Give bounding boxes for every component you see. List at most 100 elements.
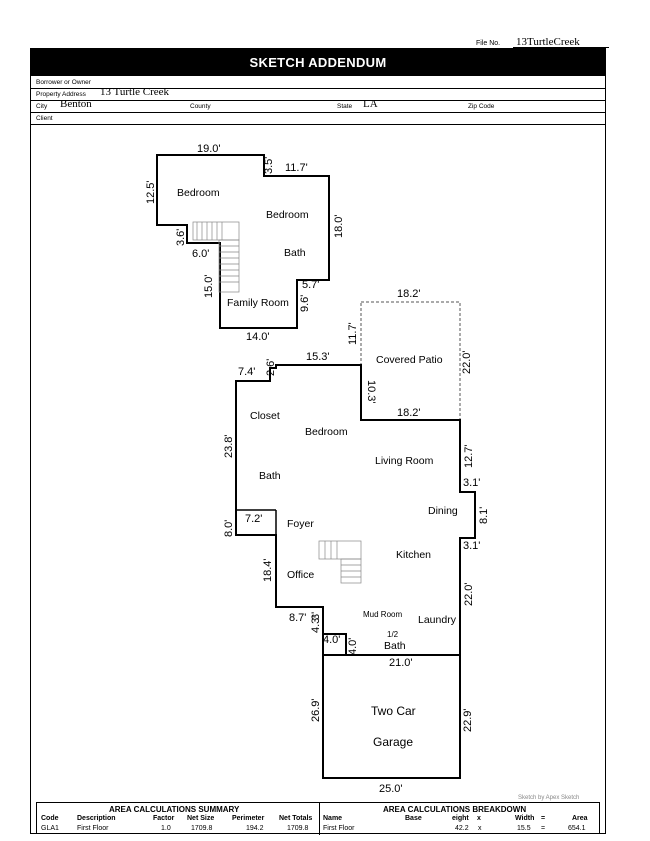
main-dimension-label: 8.1' <box>478 507 490 524</box>
main-dimension-label: 12.7' <box>463 444 475 468</box>
main-room-label: Covered Patio <box>376 354 443 366</box>
client-row: Client <box>30 112 606 125</box>
upper-dimension-label: 3.5' <box>263 157 275 174</box>
main-room-label: Bath <box>384 640 406 652</box>
right-breakdown-title: AREA CALCULATIONS BREAKDOWN <box>383 805 527 814</box>
main-dimension-label: 18.4' <box>262 558 274 582</box>
form-title: SKETCH ADDENDUM <box>30 48 606 76</box>
area-calculations: AREA CALCULATIONS SUMMARY Code Descripti… <box>36 802 600 835</box>
property-label: Property Address <box>36 91 86 98</box>
left-cell: 1709.8 <box>287 825 309 832</box>
upper-room-label: Bedroom <box>266 209 309 221</box>
main-room-label: 1/2 <box>387 630 399 639</box>
main-dimension-label: 15.3' <box>306 351 330 363</box>
upper-dimension-label: 6.0' <box>192 248 209 260</box>
main-room-label: Living Room <box>375 455 434 467</box>
left-header: Net Size <box>187 815 215 822</box>
upper-dimension-label: 18.0' <box>333 214 345 238</box>
upper-dimension-label: 12.5' <box>145 180 157 204</box>
right-header: Width <box>515 815 535 822</box>
county-label: County <box>190 103 211 110</box>
main-room-label: Garage <box>373 735 413 749</box>
right-cell: x <box>478 825 482 832</box>
state-label: State <box>337 103 353 110</box>
upper-dimension-label: 9.6' <box>299 295 311 312</box>
city-label: City <box>36 103 48 110</box>
upper-dimension-label: 11.7' <box>285 162 308 174</box>
file-no-underline <box>513 47 609 48</box>
main-dimension-label: 22.0' <box>463 582 475 606</box>
upper-floor-outline <box>156 154 330 329</box>
upper-dimension-label: 3.6' <box>175 229 187 246</box>
footer-divider <box>319 803 320 835</box>
upper-dimension-label: 15.0' <box>203 274 215 298</box>
main-dimension-label: 4.0' <box>347 638 359 655</box>
property-value: 13 Turtle Creek <box>100 86 170 98</box>
main-dimension-label: 7.2' <box>245 513 262 525</box>
right-cell: 42.2 <box>455 825 469 832</box>
main-dimension-label: 4.0' <box>323 634 340 646</box>
client-label: Client <box>36 115 53 122</box>
left-cell: 1.0 <box>161 825 171 832</box>
main-room-label: Kitchen <box>396 549 431 561</box>
borrower-label: Borrower or Owner <box>36 79 91 86</box>
watermark: Sketch by Apex Sketch <box>518 795 580 801</box>
left-header: Net Totals <box>279 815 313 822</box>
right-header: x <box>477 815 481 822</box>
main-room-label: Mud Room <box>363 610 402 619</box>
main-dimension-label: 22.0' <box>461 350 473 374</box>
main-dimension-label: 23.8' <box>223 434 235 458</box>
borrower-row: Borrower or Owner <box>30 76 606 89</box>
main-dimension-label: 18.2' <box>397 288 421 300</box>
left-cell: GLA1 <box>41 825 59 832</box>
main-room-label: Bath <box>259 470 281 482</box>
left-header: Factor <box>153 815 175 822</box>
right-header: = <box>541 815 546 822</box>
main-room-label: Office <box>287 569 314 581</box>
main-dimension-label: 7.4' <box>238 366 255 378</box>
upper-dimension-label: 14.0' <box>246 331 270 343</box>
left-cell: 194.2 <box>246 825 264 832</box>
main-dimension-label: 18.2' <box>397 407 421 419</box>
main-room-label: Laundry <box>418 614 457 626</box>
left-cell: 1709.8 <box>191 825 213 832</box>
right-header: eight <box>452 815 469 822</box>
right-header: Base <box>405 815 422 822</box>
garage-outline <box>322 654 461 779</box>
right-cell: 654.1 <box>568 825 586 832</box>
left-header: Perimeter <box>232 815 265 822</box>
main-room-label: Closet <box>250 410 280 422</box>
main-room-label: Bedroom <box>305 426 348 438</box>
left-summary-title: AREA CALCULATIONS SUMMARY <box>109 805 240 814</box>
main-dimension-label: 8.0' <box>223 520 235 537</box>
city-row: City Benton County State LA Zip Code <box>30 98 606 113</box>
main-dimension-label: 8.7' <box>289 612 306 624</box>
left-header: Description <box>77 815 116 822</box>
right-header: Name <box>323 815 343 822</box>
main-room-label: Two Car <box>371 704 416 718</box>
state-value: LA <box>363 98 378 110</box>
right-cell: = <box>541 825 546 832</box>
city-value: Benton <box>60 98 92 110</box>
upper-room-label: Bath <box>284 247 306 259</box>
main-room-label: Foyer <box>287 518 314 530</box>
right-header: Area <box>572 815 588 822</box>
upper-dimension-label: 5.7' <box>302 279 319 291</box>
file-no-value: 13TurtleCreek <box>516 36 580 48</box>
upper-stairs <box>192 221 240 293</box>
main-dimension-label: 2.6' <box>265 359 277 376</box>
main-stairs <box>318 540 362 584</box>
main-dimension-label: 25.0' <box>379 783 403 795</box>
zip-label: Zip Code <box>468 103 495 110</box>
right-cell: 15.5 <box>517 825 531 832</box>
main-floor-outline <box>235 364 476 656</box>
right-cell: First Floor <box>323 825 355 832</box>
upper-dimension-label: 19.0' <box>197 143 221 155</box>
left-header: Code <box>41 815 59 822</box>
main-dimension-label: 3.1' <box>463 540 480 552</box>
main-dimension-label: 26.9' <box>310 698 322 722</box>
left-cell: First Floor <box>77 825 109 832</box>
property-row: Property Address 13 Turtle Creek <box>30 86 606 101</box>
main-dimension-label: 3' <box>310 612 322 620</box>
main-dimension-label: 4.3' <box>310 616 322 633</box>
